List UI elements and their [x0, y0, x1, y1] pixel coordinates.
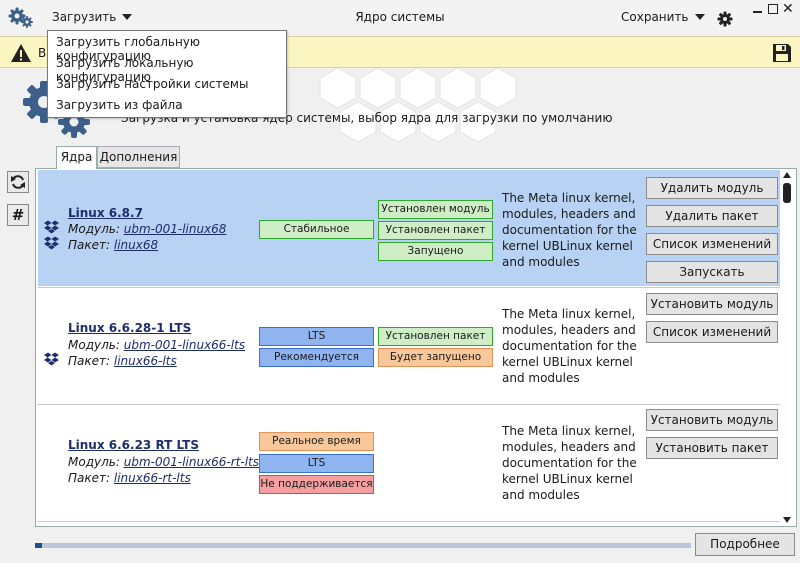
hash-icon: # [11, 206, 25, 224]
install-module-button[interactable]: Установить модуль [646, 409, 778, 431]
module-link[interactable]: ubm-001-linux68 [123, 222, 227, 236]
run-button[interactable]: Запускать [646, 261, 778, 283]
kernel-row[interactable]: Linux 6.6.28-1 LTS Модуль: ubm-001-linux… [38, 288, 780, 404]
load-menu-label: Загрузить [52, 10, 117, 24]
kernel-description: The Meta linux kernel, modules, headers … [502, 424, 637, 502]
status-badge: Рекомендуется [259, 348, 374, 367]
install-package-button[interactable]: Установить пакет [646, 437, 778, 459]
scroll-down-icon[interactable] [783, 517, 791, 523]
hexagon-background [319, 68, 517, 143]
progress-fill [35, 543, 42, 548]
dropbox-icon [44, 352, 59, 366]
close-icon[interactable]: ✕ [782, 1, 794, 17]
dropbox-icon [44, 220, 59, 234]
kernel-package-line: Пакет: linux66-lts [68, 354, 177, 368]
status-badge: Будет запущено [378, 348, 493, 367]
warning-text: В [38, 46, 47, 60]
package-prefix: Пакет: [68, 471, 111, 485]
minimize-icon[interactable] [753, 4, 763, 14]
tab-kernels[interactable]: Ядра [56, 146, 97, 169]
remove-module-button[interactable]: Удалить модуль [646, 177, 778, 199]
package-prefix: Пакет: [68, 354, 111, 368]
kernel-module-line: Модуль: ubm-001-linux66-rt-lts [68, 455, 259, 469]
kernel-description: The Meta linux kernel, modules, headers … [502, 307, 637, 385]
maximize-icon[interactable] [768, 4, 778, 14]
module-link[interactable]: ubm-001-linux66-lts [123, 338, 246, 352]
changelog-button[interactable]: Список изменений [646, 321, 778, 343]
save-menu-button[interactable]: Сохранить [621, 10, 705, 24]
kernel-package-line: Пакет: linux66-rt-lts [68, 471, 191, 485]
status-badge: Установлен пакет [378, 221, 493, 240]
kernel-description: The Meta linux kernel, modules, headers … [502, 191, 637, 269]
chevron-down-icon [122, 14, 133, 20]
module-prefix: Модуль: [68, 222, 120, 236]
package-link[interactable]: linux66-lts [113, 354, 177, 368]
kernel-package-line: Пакет: linux68 [68, 238, 158, 252]
tab-addons[interactable]: Дополнения [97, 146, 180, 168]
status-badge: LTS [259, 454, 374, 473]
status-badge: Установлен пакет [378, 327, 493, 346]
kernel-name-link[interactable]: Linux 6.8.7 [68, 206, 143, 220]
menu-item-load-system[interactable]: Загрузить настройки системы [56, 77, 249, 91]
menu-item-load-file[interactable]: Загрузить из файла [56, 98, 183, 112]
status-badge: Не поддерживается [259, 475, 374, 494]
save-menu-label: Сохранить [621, 10, 689, 24]
window-title: Ядро системы [355, 10, 445, 24]
vertical-scrollbar[interactable] [779, 170, 795, 525]
package-link[interactable]: linux66-rt-lts [113, 471, 191, 485]
chevron-down-icon [694, 14, 705, 20]
details-button[interactable]: Подробнее [695, 533, 795, 556]
kernel-row[interactable]: Linux 6.8.7 Модуль: ubm-001-linux68 Паке… [38, 170, 780, 286]
kernel-list: Linux 6.8.7 Модуль: ubm-001-linux68 Паке… [35, 168, 797, 527]
changelog-button[interactable]: Список изменений [646, 233, 778, 255]
kernel-name-link[interactable]: Linux 6.6.23 RT LTS [68, 438, 200, 452]
package-link[interactable]: linux68 [113, 238, 159, 252]
refresh-button[interactable] [7, 171, 29, 193]
menu-item-load-local[interactable]: Загрузить локальную конфигурацию [56, 56, 194, 84]
module-prefix: Модуль: [68, 455, 120, 469]
menu-item-load-global[interactable]: Загрузить глобальную конфигурацию [56, 35, 200, 63]
module-prefix: Модуль: [68, 338, 120, 352]
scroll-thumb[interactable] [783, 183, 791, 203]
load-menu-button[interactable]: Загрузить [52, 10, 133, 24]
warning-triangle-icon [11, 44, 31, 62]
row-divider [38, 404, 780, 405]
gears-icon [8, 7, 33, 28]
gear-icon[interactable] [717, 11, 733, 27]
status-badge: Реальное время [259, 432, 374, 451]
floppy-disk-icon[interactable] [771, 42, 793, 64]
scroll-up-icon[interactable] [783, 172, 791, 178]
row-divider [38, 287, 780, 288]
status-badge: Запущено [378, 242, 493, 261]
row-divider [38, 521, 780, 522]
status-badge: Установлен модуль [378, 200, 493, 219]
kernel-module-line: Модуль: ubm-001-linux66-lts [68, 338, 245, 352]
dropbox-icon [44, 236, 59, 250]
progress-bar [35, 543, 691, 548]
package-prefix: Пакет: [68, 238, 111, 252]
kernel-module-line: Модуль: ubm-001-linux68 [68, 222, 226, 236]
install-module-button[interactable]: Установить модуль [646, 293, 778, 315]
hash-button[interactable]: # [7, 204, 29, 226]
status-badge: LTS [259, 327, 374, 346]
module-link[interactable]: ubm-001-linux66-rt-lts [123, 455, 260, 469]
kernel-name-link[interactable]: Linux 6.6.28-1 LTS [68, 321, 192, 335]
kernel-row[interactable]: Linux 6.6.23 RT LTS Модуль: ubm-001-linu… [38, 405, 780, 521]
status-badge: Стабильное [259, 220, 374, 239]
refresh-icon [11, 175, 25, 189]
load-dropdown-menu: Загрузить глобальную конфигурацию Загруз… [47, 30, 287, 118]
remove-package-button[interactable]: Удалить пакет [646, 205, 778, 227]
